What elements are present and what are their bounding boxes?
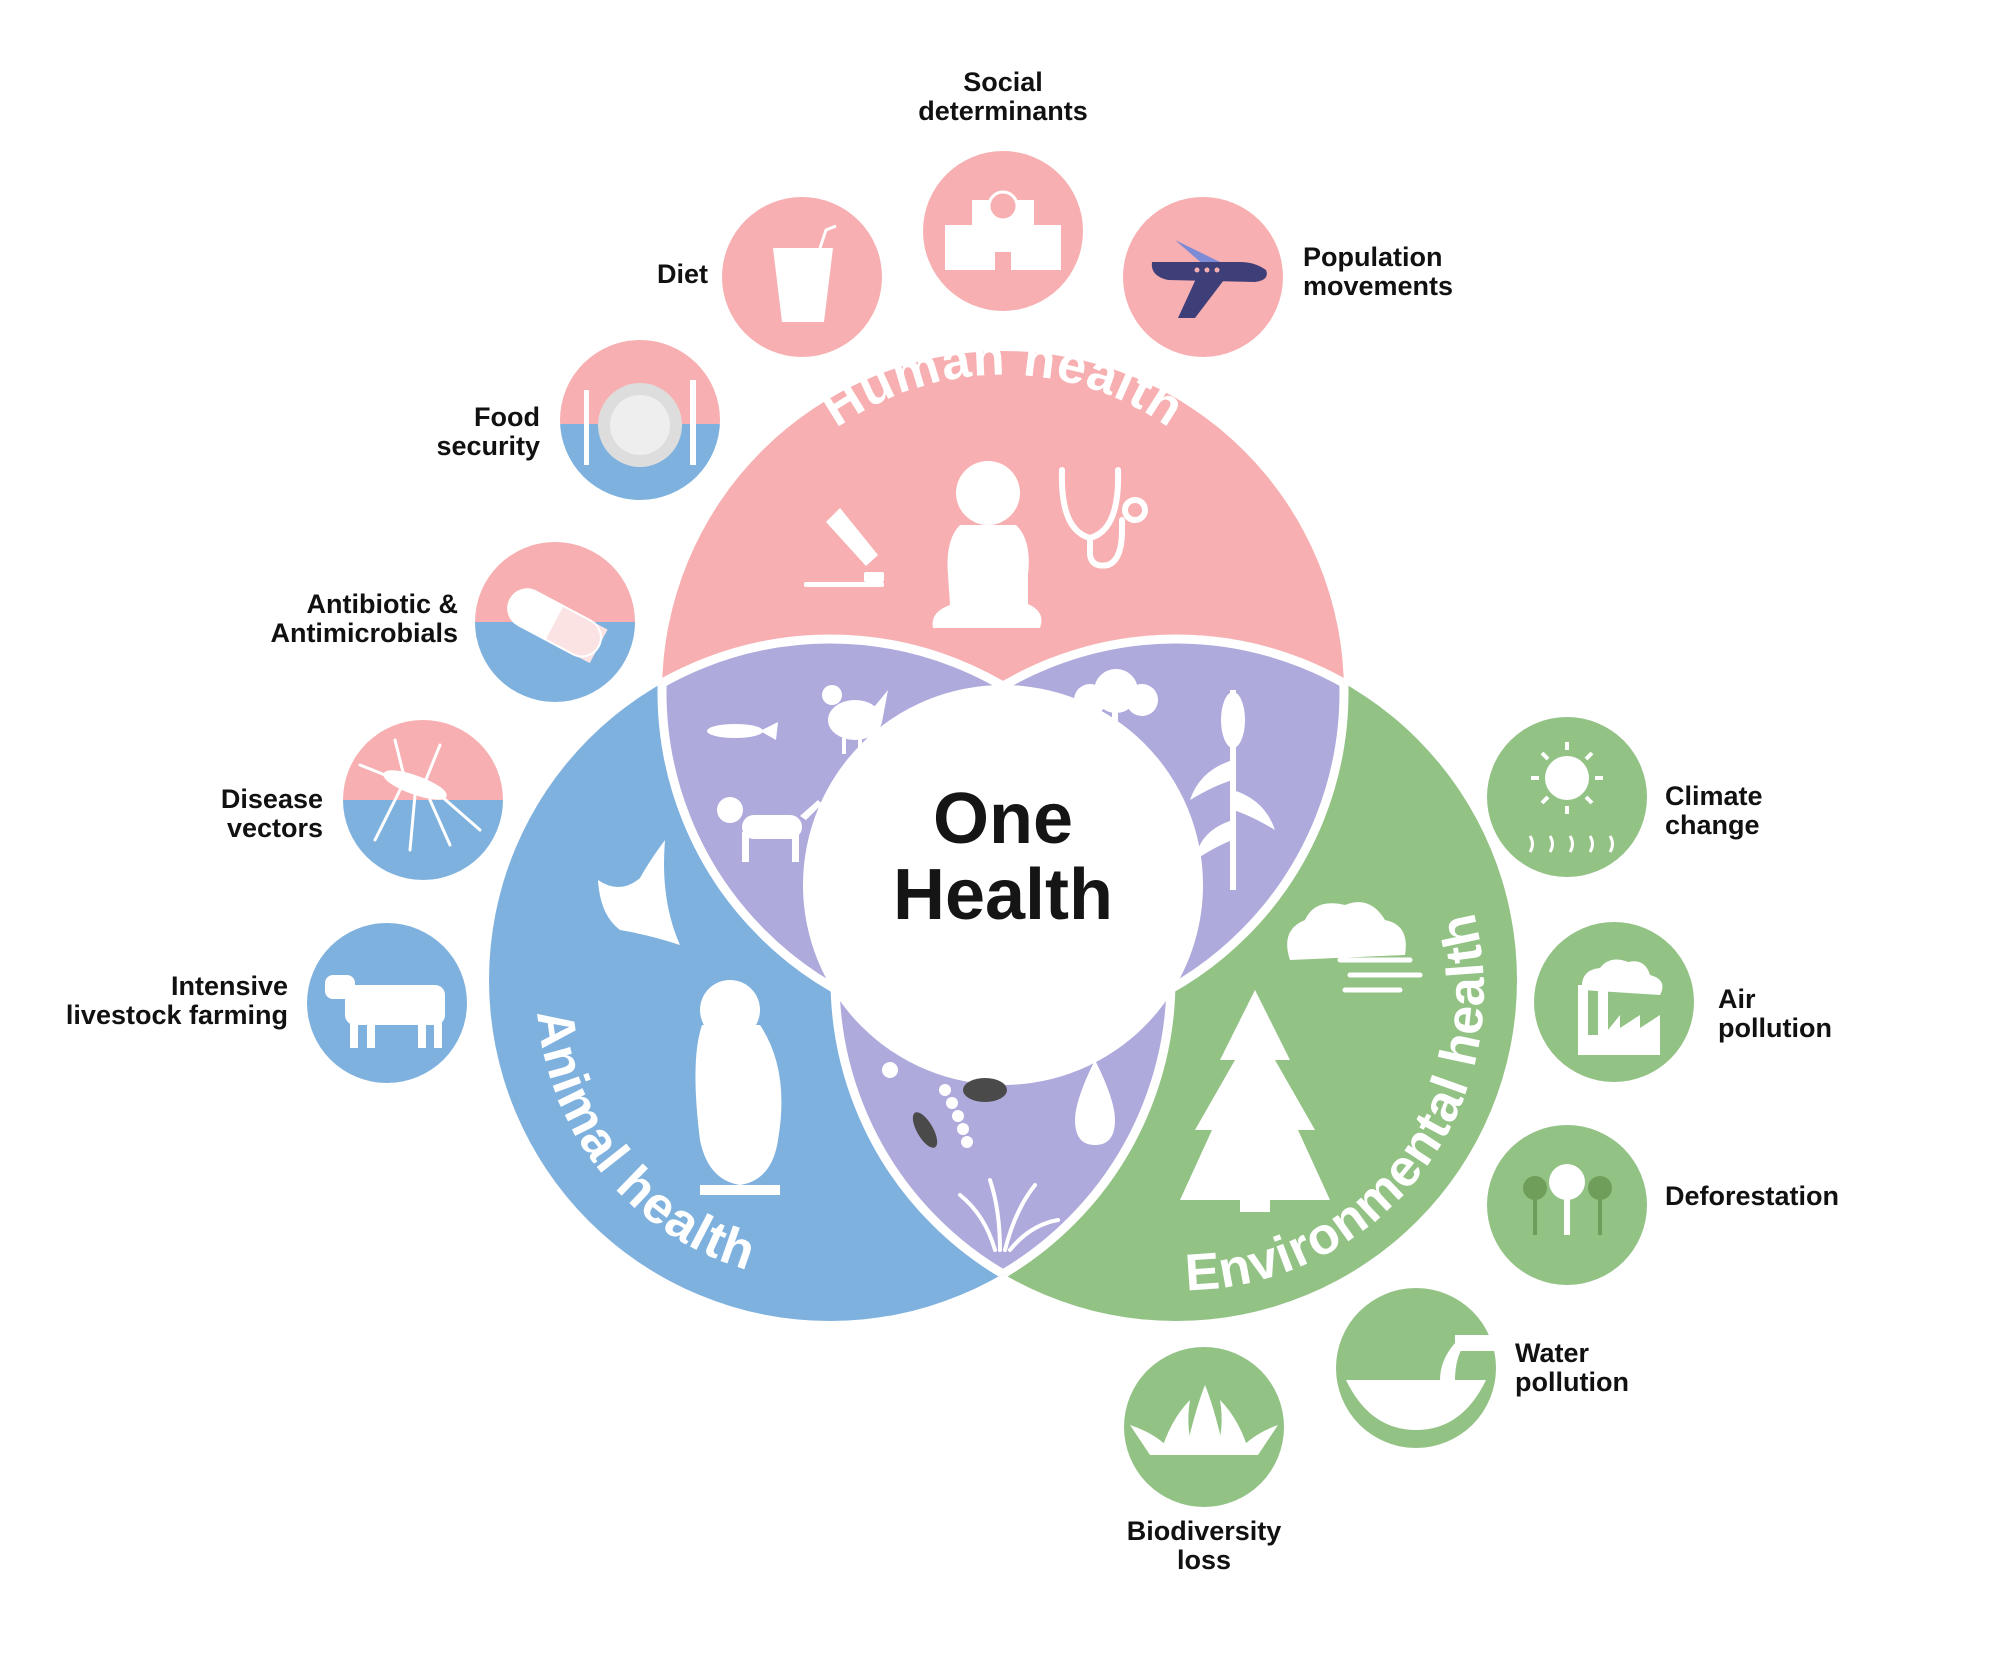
hospital-icon: [945, 190, 1061, 270]
antibiotics-label: Antibiotic &Antimicrobials: [270, 589, 458, 648]
disease-vectors-circle-bottom: [343, 800, 503, 880]
sun-heat-icon: [1528, 742, 1614, 853]
pill-capsule-icon: [507, 588, 608, 664]
drinking-cup-icon: [773, 224, 837, 322]
deforestation-label: Deforestation: [1665, 1181, 1840, 1211]
mosquito-icon: [358, 738, 482, 852]
corn-plant-icon: [1190, 690, 1275, 890]
water-drop-icon: [1075, 1060, 1115, 1145]
microbes-icon: [882, 1062, 1007, 1148]
stethoscope-icon: [1058, 467, 1148, 569]
pipe-discharge-icon: [1346, 1335, 1495, 1430]
cloud-wind-icon: [1287, 902, 1423, 993]
bat-icon: [598, 840, 680, 945]
trees-icon: [1523, 1164, 1612, 1235]
chicken-icon: [822, 685, 888, 754]
toothpaste-icon: [804, 508, 884, 587]
dog-icon: [717, 797, 822, 862]
factory-smoke-icon: [1578, 959, 1663, 1055]
pine-tree-icon: [1180, 990, 1330, 1212]
plant-icon: [1130, 1385, 1278, 1455]
diet-label: Diet: [656, 259, 708, 289]
one-health-core: [803, 685, 1203, 1085]
fruit-tree-icon: [1074, 669, 1158, 741]
baby-icon: [932, 461, 1042, 628]
center-title-line2: Health: [893, 855, 1113, 935]
grass-icon: [958, 1178, 1060, 1252]
penguin-icon: [695, 980, 782, 1195]
cow-icon: [325, 975, 445, 1048]
airplane-icon: [1151, 240, 1267, 318]
center-title-line1: One: [933, 779, 1073, 859]
air-pollution-circle: [1534, 922, 1694, 1082]
fish-icon: [707, 722, 778, 740]
plate-cutlery-icon: [584, 380, 696, 467]
